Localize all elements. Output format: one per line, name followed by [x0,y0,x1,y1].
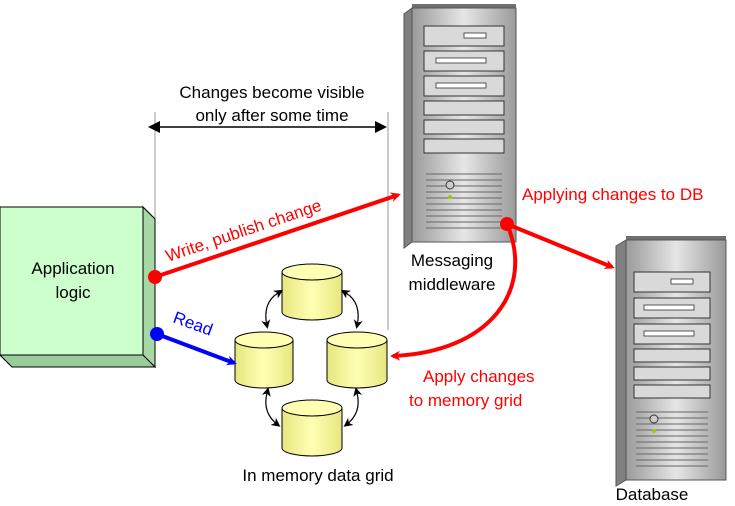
sync-arrow [343,387,363,427]
visibility-span: Changes become visible only after some t… [148,83,389,330]
database-cylinder-icon [281,399,343,457]
apply-grid-label-line1: Apply changes [423,367,535,386]
database-cylinder-icon [326,331,388,389]
sync-arrow [340,289,363,329]
write-label: Write, publish change [163,196,324,266]
database-cylinder-icon [281,263,343,321]
app-label-line2: logic [56,283,91,302]
read-label: Read [171,308,216,340]
apply-db-arrow [506,222,615,269]
visibility-label-line1: Changes become visible [179,83,364,102]
sync-arrow [261,387,281,427]
read-arrow [156,332,237,366]
visibility-label-line2: only after some time [195,106,348,125]
applying-db-label: Applying changes to DB [522,185,703,204]
grid-label: In memory data grid [242,466,393,485]
sync-arrow [261,289,284,329]
server-tower-icon [403,4,517,249]
middleware-label-line1: Messaging [411,251,493,270]
server-tower-icon [615,236,727,487]
read-arrow-origin [150,327,164,341]
write-arrow-origin [148,270,162,284]
apply-grid-arrow [390,223,518,361]
app-label-line1: Application [31,259,114,278]
write-arrow [154,192,401,279]
database-label: Database [616,485,689,504]
database-cylinder-icon [234,331,294,389]
application-logic-box: Application logic [0,205,157,369]
data-grid: In memory data grid [234,263,394,485]
middleware-label-line2: middleware [409,275,496,294]
apply-grid-label-line2: to memory grid [409,391,522,410]
